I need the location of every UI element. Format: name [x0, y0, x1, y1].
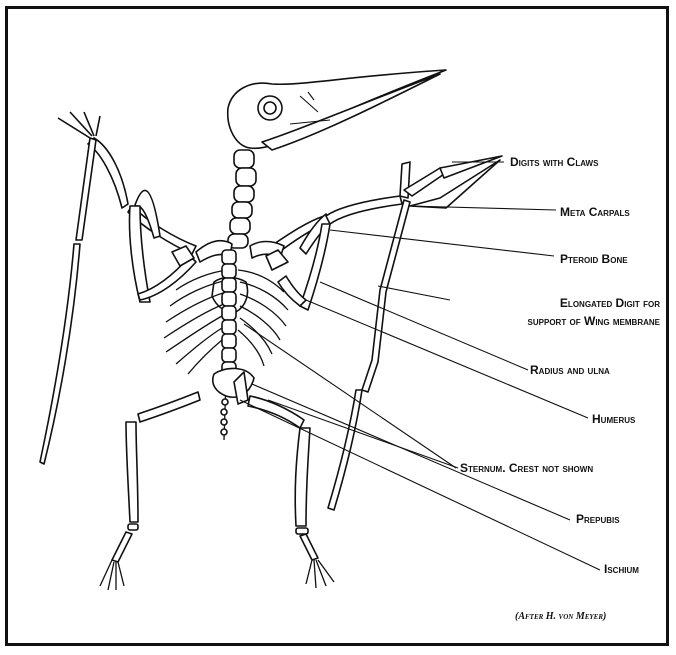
label-pteroid-bone: Pteroid Bone [560, 252, 628, 266]
neck-vertebrae [228, 150, 256, 248]
label-humerus: Humerus [592, 412, 635, 426]
label-sternum: Sternum. Crest not shown [460, 461, 593, 475]
spine [221, 250, 236, 440]
label-elongated-digit-line1: Elongated Digit for [454, 296, 660, 310]
left-leg [100, 422, 138, 590]
label-prepubis: Prepubis [576, 512, 620, 526]
label-radius-and-ulna: Radius and ulna [530, 363, 610, 377]
skull [228, 70, 446, 150]
label-meta-carpals: Meta Carpals [560, 205, 630, 219]
label-digits-with-claws: Digits with Claws [510, 155, 598, 169]
attribution-caption: (After H. von Meyer) [515, 611, 606, 622]
label-ischium: Ischium [604, 562, 639, 576]
label-elongated-digit-line2: support of Wing membrane [440, 314, 660, 328]
